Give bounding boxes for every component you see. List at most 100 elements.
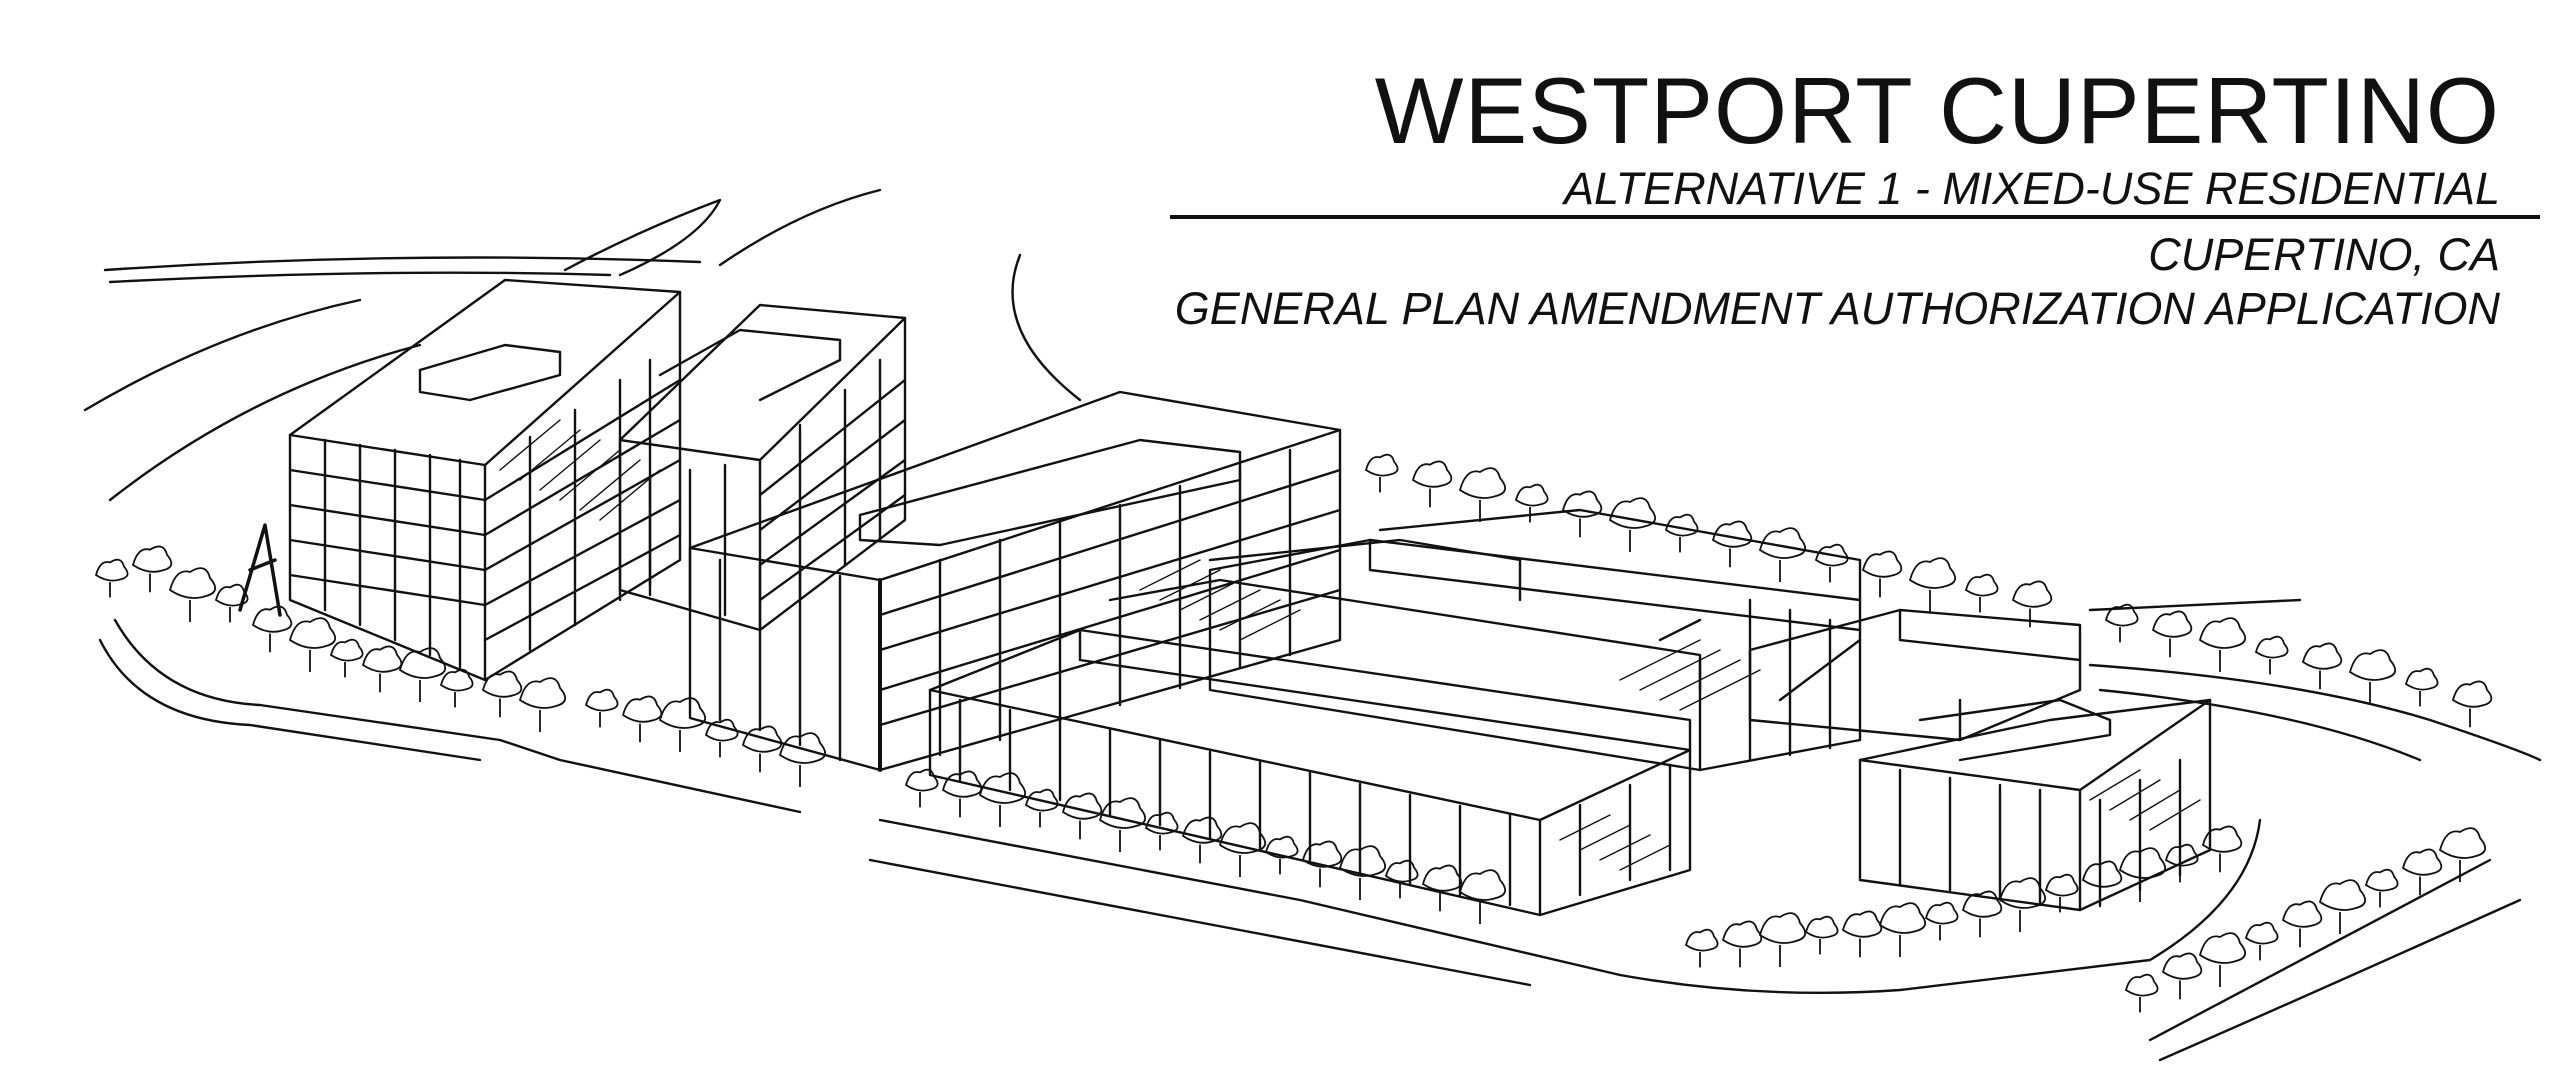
tree-sketch xyxy=(131,545,173,593)
tree-sketch xyxy=(329,638,364,678)
tree-sketch xyxy=(1684,928,1719,968)
tree-sketch xyxy=(168,567,216,622)
street-edge xyxy=(2088,598,2302,612)
tree-sketch xyxy=(2081,860,2123,908)
tree-sketch xyxy=(2438,827,2486,882)
street-edge xyxy=(868,858,1532,987)
tree-sketch xyxy=(2301,642,2343,690)
tree-sketch xyxy=(398,647,446,702)
title-block: WESTPORT CUPERTINO ALTERNATIVE 1 - MIXED… xyxy=(1100,58,2500,214)
tree-sketch xyxy=(439,668,474,708)
tree-sketch xyxy=(1338,845,1386,900)
tree-sketch xyxy=(2198,617,2246,672)
tree-sketch xyxy=(1841,910,1883,958)
building-a xyxy=(288,278,682,682)
tree-sketch xyxy=(94,558,129,598)
tree-sketch xyxy=(1421,864,1463,912)
tree-sketch xyxy=(621,695,663,743)
tree-sketch xyxy=(1998,877,2046,932)
road-curve xyxy=(83,298,362,412)
tree-sketch xyxy=(1024,788,1059,828)
tree-sketch xyxy=(2124,973,2159,1013)
tree-sketch xyxy=(481,670,523,718)
tree-sketch xyxy=(1711,520,1753,568)
building-c xyxy=(688,390,1342,772)
tree-sketch xyxy=(361,645,403,693)
hill-line xyxy=(103,256,702,272)
tree-sketch xyxy=(1218,822,1266,877)
street-edge xyxy=(558,758,802,814)
tree-sketch xyxy=(518,677,566,732)
tree-sketch xyxy=(1664,513,1699,553)
tree-clusters xyxy=(94,453,2493,1013)
street-edge xyxy=(113,618,562,762)
application-type: GENERAL PLAN AMENDMENT AUTHORIZATION APP… xyxy=(1174,283,2500,334)
tree-sketch xyxy=(1561,490,1603,538)
tree-sketch xyxy=(1458,467,1506,522)
tree-sketch xyxy=(2451,680,2493,728)
tree-sketch xyxy=(741,725,783,773)
plaza-sculpture xyxy=(238,523,282,617)
tree-sketch xyxy=(778,732,826,787)
tree-sketch xyxy=(2348,649,2396,704)
tree-sketch xyxy=(2164,843,2199,883)
tree-sketch xyxy=(1964,573,1999,613)
tree-sketch xyxy=(2281,900,2323,948)
street-edge xyxy=(2148,858,2492,1042)
tree-sketch xyxy=(2364,868,2399,908)
street-edge xyxy=(1618,818,2262,995)
sky-swoosh xyxy=(563,198,722,277)
street-edge xyxy=(2098,688,2422,762)
tree-sketch xyxy=(1061,792,1103,840)
street-edge xyxy=(878,818,1622,977)
tree-sketch xyxy=(251,605,293,653)
street-edge xyxy=(2158,898,2522,1062)
tree-sketch xyxy=(2318,879,2366,934)
tree-sketch xyxy=(904,768,939,808)
building-b xyxy=(618,303,907,632)
project-location: CUPERTINO, CA xyxy=(2148,229,2500,280)
tree-sketch xyxy=(658,697,706,752)
project-subtitle: ALTERNATIVE 1 - MIXED-USE RESIDENTIAL xyxy=(1563,163,2500,214)
tree-sketch xyxy=(2401,848,2443,896)
tree-sketch xyxy=(2011,580,2053,628)
tree-sketch xyxy=(1861,550,1903,598)
tree-sketch xyxy=(1924,901,1959,941)
tree-sketch xyxy=(1181,816,1223,864)
tree-sketch xyxy=(704,718,739,758)
project-title: WESTPORT CUPERTINO xyxy=(1374,58,2500,163)
tree-sketch xyxy=(2151,610,2193,658)
location-block: CUPERTINO, CA GENERAL PLAN AMENDMENT AUT… xyxy=(1175,228,2500,336)
tree-sketch xyxy=(214,583,249,623)
tree-sketch xyxy=(1411,460,1453,508)
tree-sketch xyxy=(2198,932,2246,987)
tree-sketch xyxy=(1758,912,1806,967)
tree-sketch xyxy=(2044,873,2079,913)
tree-sketch xyxy=(1264,835,1299,875)
tree-sketch xyxy=(1721,920,1763,968)
building-f xyxy=(1748,608,2212,912)
terrain-curve xyxy=(1011,253,1082,402)
title-divider xyxy=(1170,215,2540,219)
tree-sketch xyxy=(2404,667,2439,707)
tree-sketch xyxy=(978,772,1026,827)
tree-sketch xyxy=(1458,869,1506,924)
street-edge xyxy=(2088,663,2542,762)
tree-sketch xyxy=(2104,603,2139,643)
tree-sketch xyxy=(1608,497,1656,552)
tree-sketch xyxy=(1961,890,2003,938)
tree-sketch xyxy=(1384,859,1419,899)
tree-sketch xyxy=(1098,797,1146,852)
tree-sketch xyxy=(1514,483,1549,523)
building-d xyxy=(928,538,1702,917)
tree-sketch xyxy=(1878,902,1926,957)
tree-sketch xyxy=(1364,453,1399,493)
tree-sketch xyxy=(2254,635,2289,675)
tree-sketch xyxy=(288,617,336,672)
tree-sketch xyxy=(1301,840,1343,888)
tree-sketch xyxy=(1814,543,1849,583)
hill-line xyxy=(108,271,612,284)
tree-sketch xyxy=(2161,952,2203,1000)
tree-sketch xyxy=(941,770,983,818)
